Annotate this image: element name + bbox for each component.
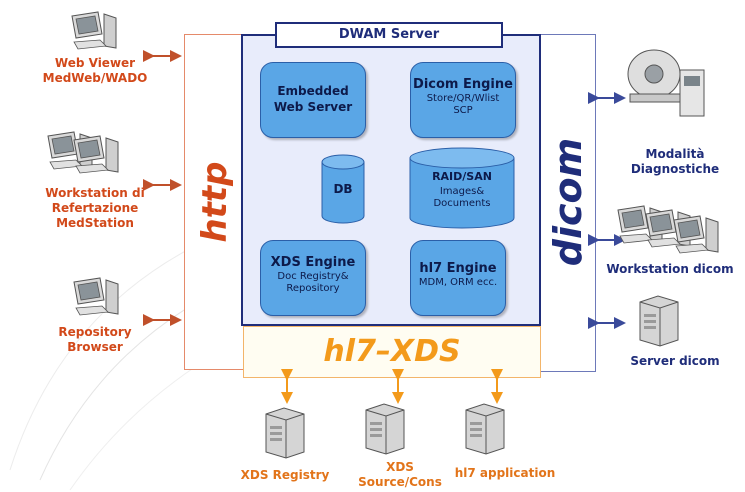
xds-engine-title: XDS Engine (270, 255, 356, 270)
server-dicom-icon (639, 295, 679, 347)
label-hl7-application: hl7 application (454, 466, 556, 480)
label-modalita-diagnostiche: Modalità Diagnostiche (630, 147, 720, 176)
label-xds-source-cons: XDS Source/Cons (358, 460, 442, 489)
label-server-dicom: Server dicom (630, 354, 720, 368)
xds-engine: XDS Engine Doc Registry& Repository (260, 240, 366, 316)
hl7-engine-title: hl7 Engine (419, 261, 497, 276)
db-cylinder-icon (321, 154, 365, 224)
label-repository-browser: Repository Browser (58, 325, 132, 354)
dicom-engine-title: Dicom Engine (413, 77, 513, 92)
dwam-server-title: DWAM Server (275, 22, 503, 48)
http-band: http (184, 34, 244, 370)
label-web-viewer: Web Viewer MedWeb/WADO (42, 56, 148, 85)
xds-registry-server-icon (265, 407, 305, 459)
modalita-diagnostiche-icon (627, 49, 705, 117)
repository-browser-computer-icon (73, 277, 119, 316)
hl7-xds-label: hl7–XDS (323, 334, 461, 369)
dicom-band: dicom (540, 34, 596, 372)
hl7-application-server-icon (465, 403, 505, 455)
embedded-web-server-label: Embedded Web Server (273, 84, 353, 114)
raid-sub: Images& Documents (433, 186, 491, 209)
label-workstation-refertazione: Workstation di Refertazione MedStation (45, 186, 145, 230)
workstation-dicom-icon (617, 205, 719, 254)
raid-title: RAID/SAN (432, 170, 492, 183)
dicom-engine: Dicom Engine Store/QR/Wlist SCP (410, 62, 516, 138)
db-label: DB (333, 182, 353, 196)
hl7-engine-sub: MDM, ORM ecc. (418, 277, 498, 288)
xds-engine-sub: Doc Registry& Repository (277, 271, 349, 294)
web-viewer-computer-icon (71, 11, 117, 50)
label-workstation-dicom: Workstation dicom (606, 262, 734, 276)
workstation-refertazione-icon (47, 131, 119, 174)
hl7-engine: hl7 Engine MDM, ORM ecc. (410, 240, 506, 316)
dicom-engine-sub: Store/QR/Wlist SCP (426, 93, 500, 116)
label-xds-registry: XDS Registry (240, 468, 330, 482)
embedded-web-server: Embedded Web Server (260, 62, 366, 138)
xds-source-server-icon (365, 403, 405, 455)
raid-cylinder-icon (409, 147, 515, 229)
